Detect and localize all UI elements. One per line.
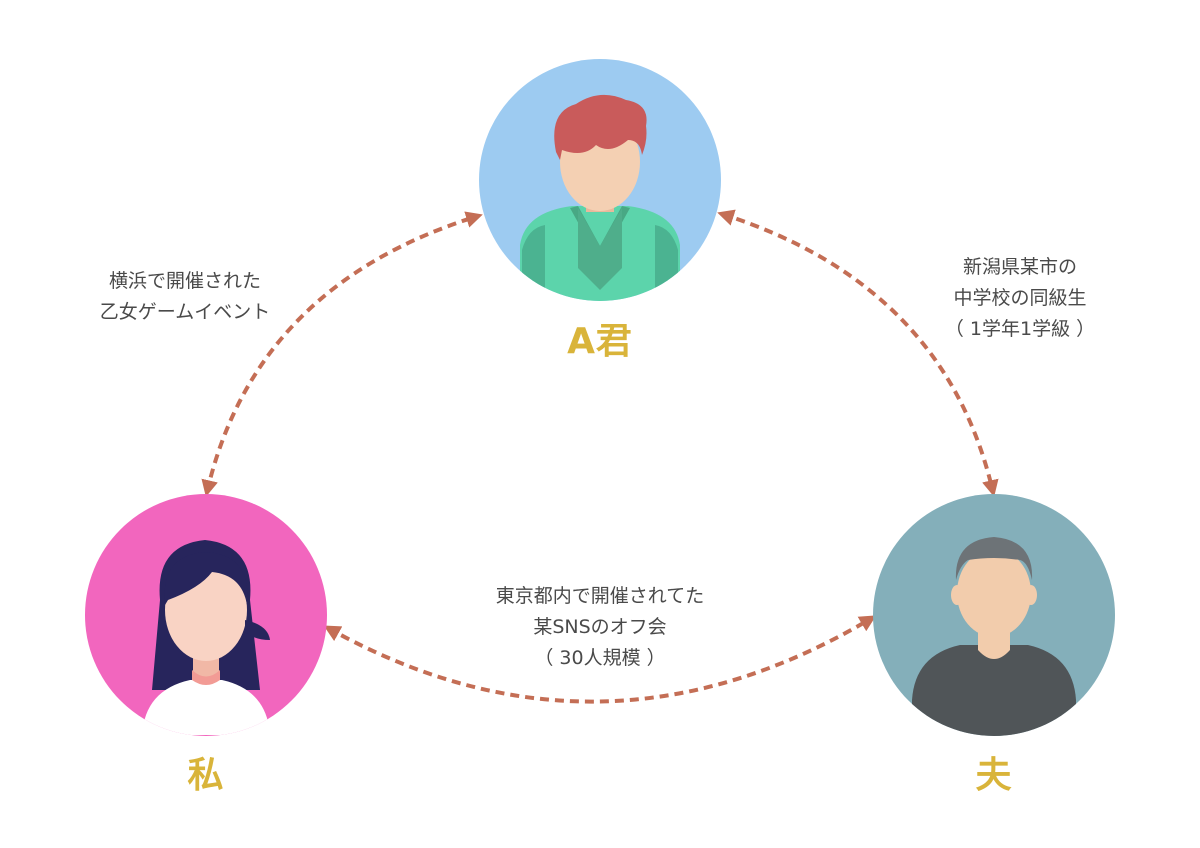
woman-with-long-dark-hair-avatar [85,494,327,736]
note-line: （ 30人規模 ） [534,647,666,669]
note-line: 新潟県某市の [962,256,1077,278]
man-with-gray-hair-avatar [873,494,1115,736]
arrow-me-husband [323,615,877,704]
note-line: 東京都内で開催されてた [495,585,705,607]
note-line: 中学校の同級生 [953,287,1087,309]
relation-note-me-person-a: 横浜で開催された 乙女ゲームイベント [70,266,300,328]
note-line: （ 1学年1学級 ） [944,318,1096,340]
note-line: 某SNSのオフ会 [533,616,667,638]
relation-note-me-husband: 東京都内で開催されてた 某SNSのオフ会 （ 30人規模 ） [450,581,750,674]
note-line: 横浜で開催された [108,270,261,292]
arrow-person-a-husband [717,209,999,497]
arrow-me-person-a [201,211,483,497]
husband-name: 夫 [975,755,1013,796]
me-name: 私 [187,755,225,796]
note-line: 乙女ゲームイベント [99,301,271,323]
man-with-red-hair-avatar [479,59,721,301]
person-a-name: A君 [567,321,633,362]
relation-note-person-a-husband: 新潟県某市の 中学校の同級生 （ 1学年1学級 ） [905,252,1135,345]
